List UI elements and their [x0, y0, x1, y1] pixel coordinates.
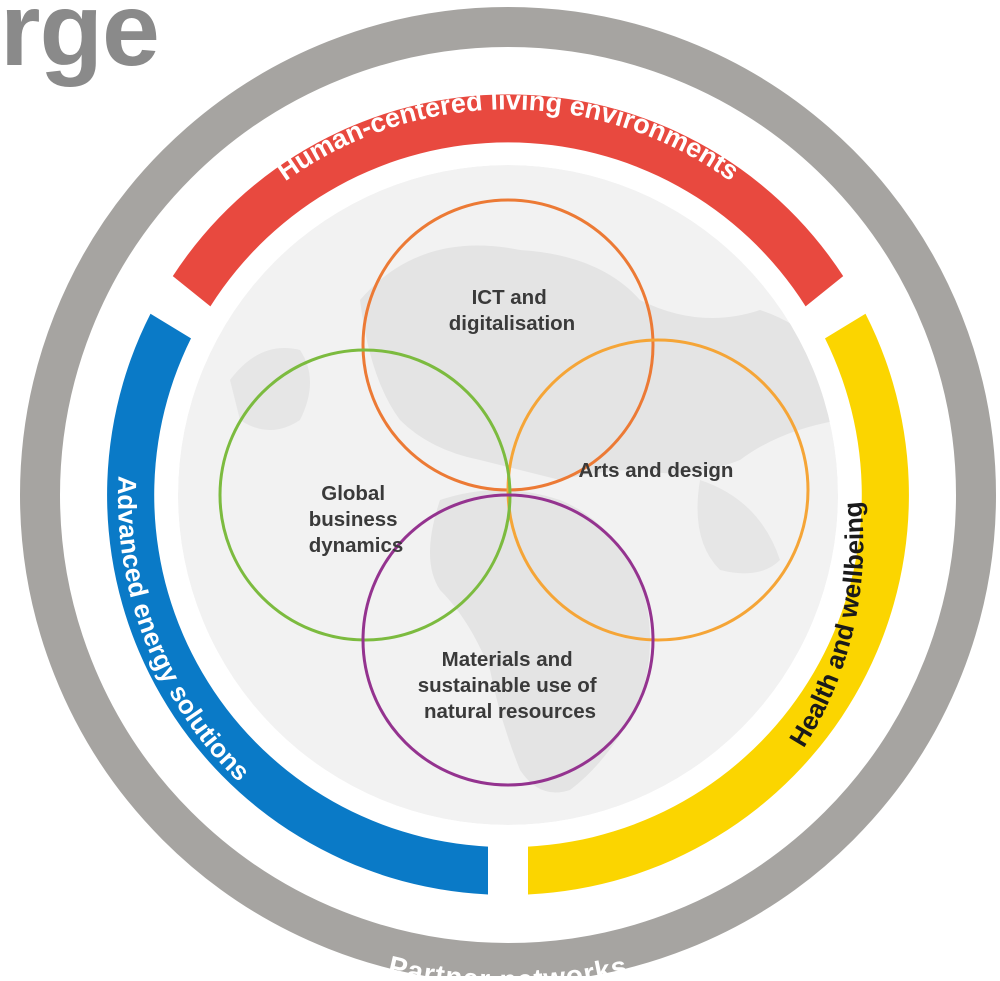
materials-label: Materials and sustainable use of natural… [418, 648, 603, 723]
materials-circle [361, 493, 655, 787]
global-label: Global business dynamics [309, 482, 404, 557]
advanced-energy-segment [107, 313, 488, 895]
arts-circle [506, 338, 810, 642]
cropped-title-text: rge [0, 0, 160, 88]
ict-label: ICT and digitalisation [449, 286, 575, 335]
human-centered-segment [172, 94, 844, 307]
partner-networks-ring [20, 7, 996, 981]
arts-label: Arts and design [579, 459, 734, 482]
health-wellbeing-segment [528, 313, 909, 895]
